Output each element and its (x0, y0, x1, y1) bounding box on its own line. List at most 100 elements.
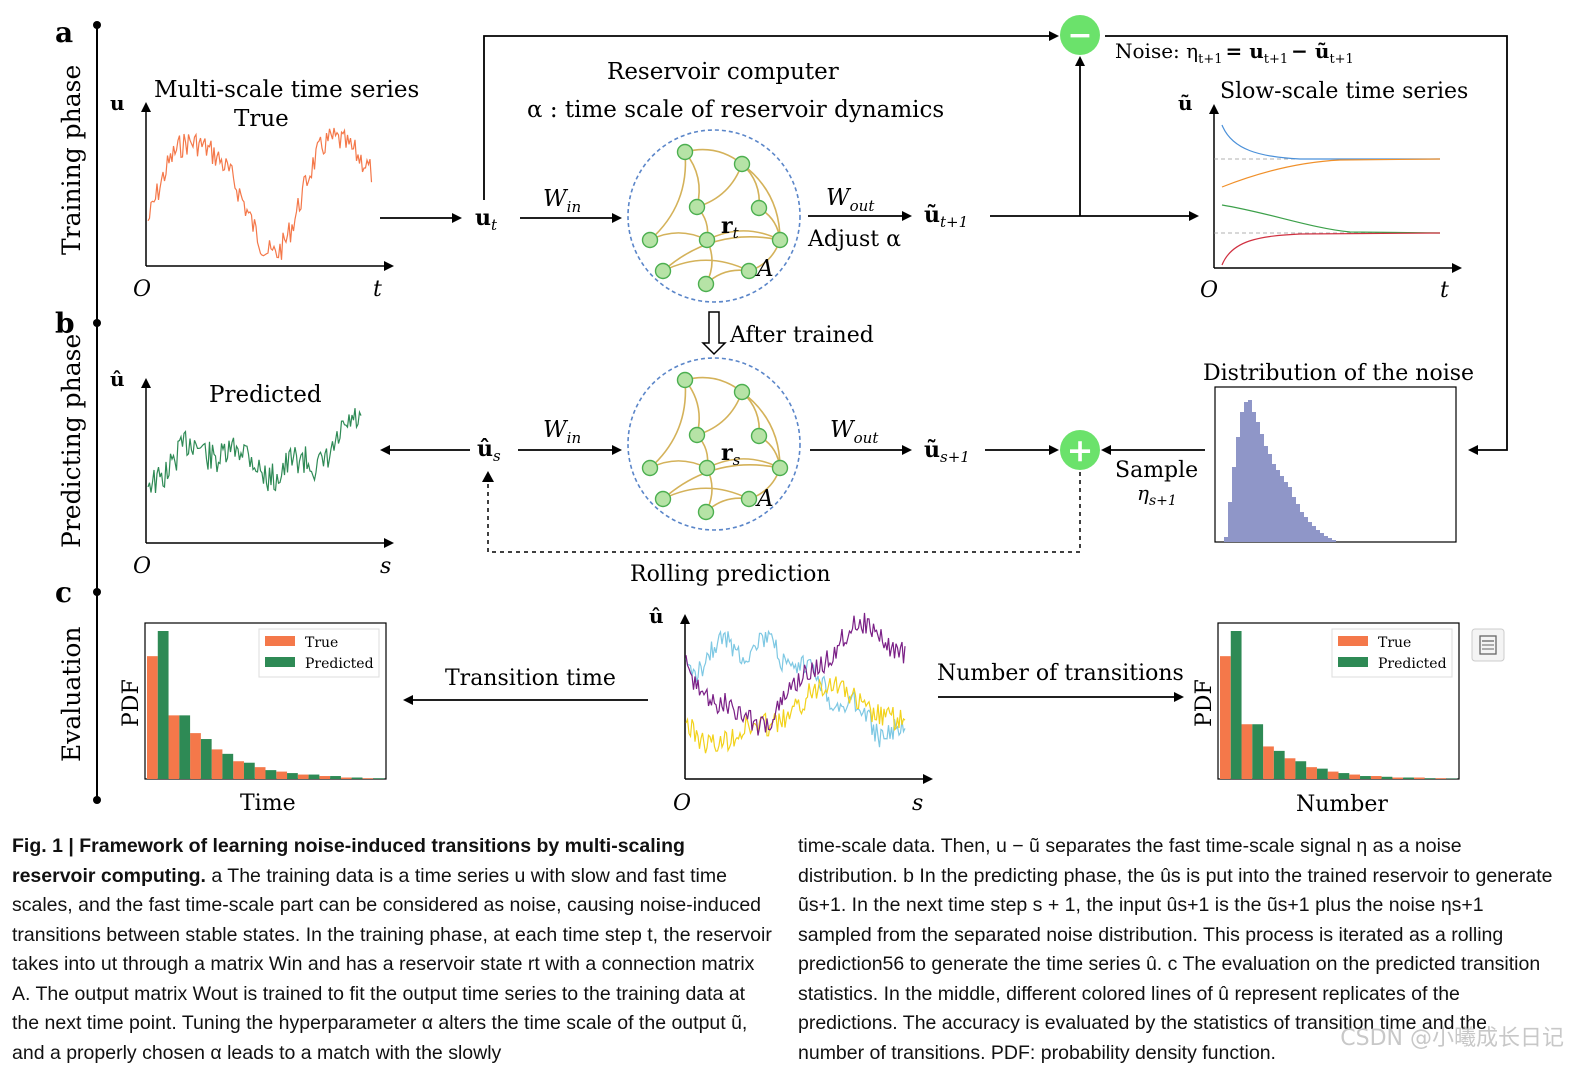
pred-origin: O (133, 554, 151, 579)
true-time-series (147, 127, 373, 260)
bar-true (1263, 746, 1274, 779)
noise-hist-bar (1224, 537, 1228, 542)
bar-true (297, 774, 309, 779)
noise-hist-bar (1268, 454, 1272, 542)
noise-hist-bar (1316, 530, 1320, 542)
minus-symbol: − (1067, 18, 1092, 53)
noise-hist-bar (1296, 504, 1300, 542)
axis-t-label: t (373, 277, 382, 302)
arrow-noise-to-dist (1105, 35, 1508, 455)
bar-true (1370, 776, 1382, 779)
reservoir-node (641, 231, 659, 249)
number-xlabel: Number (1296, 792, 1388, 817)
slow-series-blue (1221, 124, 1440, 160)
noise-hist-bar (1244, 402, 1248, 542)
number-transitions-chart: True Predicted PDF Number (1192, 622, 1460, 817)
reservoir-node (688, 426, 706, 444)
bar-predicted (243, 762, 255, 779)
noise-hist-bar (1328, 538, 1332, 542)
bar-predicted (1252, 724, 1264, 779)
reservoir-title: Reservoir computer (607, 59, 839, 85)
transition-time-label: Transition time (445, 666, 616, 691)
reservoir-node (654, 490, 672, 508)
replicate-line-cyan (685, 629, 906, 748)
reservoir-node (750, 427, 768, 445)
predicted-title: Predicted (209, 382, 322, 408)
bar-predicted (1403, 777, 1414, 779)
bar-true (211, 749, 223, 779)
wout-label-train: Wout (826, 185, 875, 215)
watermark: CSDN @小曦成长日记 (1340, 1026, 1564, 1051)
replicates-origin: O (673, 791, 691, 816)
reservoir-node (654, 262, 672, 280)
plus-symbol: + (1067, 431, 1094, 469)
reservoir-node (750, 199, 768, 217)
bar-true (1392, 777, 1404, 779)
alpha-note: α : time scale of reservoir dynamics (527, 97, 944, 123)
bar-predicted (200, 739, 212, 779)
legend-true-right: True (1378, 635, 1411, 651)
panel-letter-c: c (55, 576, 72, 609)
phase-timeline (93, 21, 101, 804)
replicates-axis-label: û (649, 604, 664, 628)
reservoir-state-rt: rt (721, 213, 740, 242)
noise-hist-bar (1304, 517, 1308, 542)
slow-axis-label: ũ (1178, 91, 1193, 115)
legend-pred-right: Predicted (1378, 656, 1447, 672)
bar-true (1349, 774, 1361, 779)
pdf-label-left: PDF (119, 679, 144, 727)
ut-label: ut (475, 205, 498, 234)
noise-hist-bar (1232, 467, 1236, 542)
reservoir-node (733, 383, 751, 401)
noise-hist-bar (1240, 412, 1244, 542)
win-label-train: Win (543, 186, 581, 216)
noise-hist-bar (1288, 487, 1292, 542)
reservoir-node (698, 459, 716, 477)
adjust-alpha-label: Adjust α (807, 227, 901, 252)
noise-dist-title: Distribution of the noise (1203, 361, 1474, 386)
caption-right-text: time-scale data. Then, u − ũ separates t… (798, 835, 1553, 1064)
bar-predicted (1424, 778, 1436, 779)
reservoir-edge (649, 460, 708, 469)
matrix-a-label-train: A (755, 256, 774, 282)
legend-true-left: True (305, 635, 338, 651)
output-us1-label: ũs+1 (924, 437, 970, 466)
noise-hist-bar (1260, 434, 1264, 542)
reservoir-edge (684, 151, 700, 208)
bar-true (1327, 771, 1339, 779)
bar-predicted (351, 777, 363, 779)
noise-hist-bar (1324, 536, 1328, 542)
rolling-arrowhead (482, 471, 494, 482)
replicate-line-yellow (685, 676, 906, 754)
reservoir-edge (741, 391, 781, 469)
sample-label: Sample (1115, 458, 1198, 483)
bar-predicted (265, 770, 277, 779)
caption-right-column: time-scale data. Then, u − ũ separates t… (798, 832, 1558, 1068)
predicted-time-series (147, 408, 362, 493)
reservoir-node (697, 503, 715, 521)
slow-series-orange (1221, 158, 1441, 188)
bar-true (1220, 656, 1231, 779)
reservoir-edge (684, 379, 700, 436)
caption-left-text: a The training data is a time series u w… (12, 864, 772, 1064)
slow-plot-title: Slow-scale time series (1220, 79, 1468, 104)
noise-histogram (1224, 400, 1336, 542)
reservoir-node (771, 231, 789, 249)
bar-predicted (222, 753, 234, 779)
panel-letter-a: a (55, 16, 73, 49)
reservoir-edge (684, 376, 743, 393)
reservoir-node (740, 262, 758, 280)
legend-pred-left: Predicted (305, 656, 374, 672)
bar-true (233, 761, 244, 779)
bar-predicted (330, 776, 341, 779)
bar-true (168, 715, 180, 779)
calculator-icon[interactable] (1471, 628, 1505, 662)
bar-true (1413, 777, 1425, 779)
bar-true (1306, 767, 1317, 779)
reservoir-node (771, 459, 789, 477)
reservoir-node (676, 371, 694, 389)
bar-predicted (1338, 773, 1350, 779)
noise-equation: Noise: ηt+1= ut+1− ũt+1 (1115, 39, 1354, 67)
reservoir-edge (662, 235, 781, 272)
bar-predicted (373, 778, 384, 779)
